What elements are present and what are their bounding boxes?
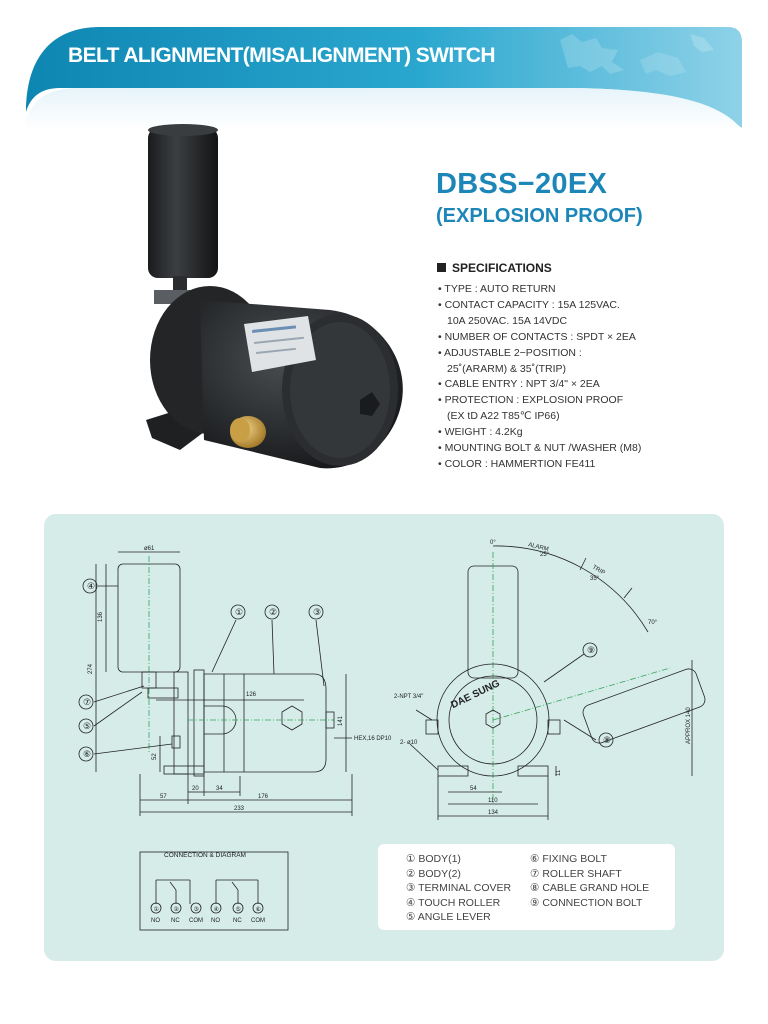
dim-label: 25° — [540, 552, 550, 558]
legend-item: ⑧ CABLE GRAND HOLE — [530, 882, 650, 895]
dim-label: 2-NPT 3/4" — [394, 694, 423, 700]
model-name: DBSS−20EX — [436, 168, 608, 200]
square-bullet-icon — [437, 263, 446, 272]
legend-column: ⑥ FIXING BOLT ⑦ ROLLER SHAFT ⑧ CABLE GRA… — [530, 852, 649, 910]
technical-drawing-panel: ø61 136 274 126 141 52 20 34 57 176 233 … — [44, 514, 724, 961]
dim-label: 136 — [98, 611, 104, 622]
callout-label: ⑧ — [603, 735, 611, 745]
dim-label: ALARM — [528, 542, 550, 553]
legend-item: ① BODY(1) — [406, 853, 461, 865]
banner-shape — [26, 27, 742, 130]
dim-label: 274 — [88, 663, 94, 674]
legend-item: ⑦ ROLLER SHAFT — [530, 867, 622, 880]
callout-label: ⑥ — [83, 749, 91, 759]
terminal-number: ① — [154, 906, 159, 913]
dim-label: 176 — [258, 794, 269, 800]
terminal-label: COM — [251, 918, 265, 924]
dim-label: 54 — [470, 786, 477, 792]
dim-label: HEX,16 DP10 — [354, 736, 392, 742]
callout-label: ⑦ — [83, 697, 91, 707]
legend-item: ④ TOUCH ROLLER — [406, 896, 501, 909]
dim-label: 34 — [216, 786, 223, 792]
terminal-label: NC — [171, 918, 180, 924]
dim-label: 11 — [556, 769, 562, 776]
callout-label: ⑤ — [83, 721, 91, 731]
product-photo — [140, 120, 420, 480]
terminal-number: ④ — [214, 906, 219, 913]
terminal-number: ⑤ — [236, 906, 241, 913]
spec-line: • PROTECTION : EXPLOSION PROOF — [438, 394, 624, 407]
spec-line: (EX tD A22 T85℃ IP66) — [447, 410, 560, 423]
terminal-number: ⑥ — [256, 906, 261, 913]
legend-item: ② BODY(2) — [406, 867, 461, 880]
spec-line: 10A 250VAC. 15A 14VDC — [447, 314, 568, 327]
spec-line: • CONTACT CAPACITY : 15A 125VAC. — [438, 298, 620, 311]
parts-legend: ① BODY(1) ② BODY(2) ③ TERMINAL COVER ④ T… — [378, 844, 675, 930]
specifications-heading-label: SPECIFICATIONS — [452, 261, 552, 275]
technical-drawing: ø61 136 274 126 141 52 20 34 57 176 233 … — [78, 540, 706, 931]
dim-label: 57 — [160, 794, 167, 800]
legend-item: ⑥ FIXING BOLT — [530, 853, 607, 865]
specifications-heading: SPECIFICATIONS — [437, 261, 552, 275]
spec-line: • CABLE ENTRY : NPT 3/4" × 2EA — [438, 378, 600, 391]
dim-label: 134 — [488, 810, 499, 816]
dim-label: 35° — [590, 576, 600, 582]
callout-label: ① — [235, 607, 243, 617]
dim-label: 52 — [152, 753, 158, 760]
terminal-number: ② — [174, 906, 180, 913]
page-title: BELT ALIGNMENT(MISALIGNMENT) SWITCH — [68, 44, 496, 67]
dim-label: 70° — [648, 620, 658, 626]
terminal-label: NO — [151, 918, 160, 924]
terminal-number: ③ — [194, 906, 199, 913]
dim-label: 110 — [488, 798, 498, 804]
header-banner: BELT ALIGNMENT(MISALIGNMENT) SWITCH — [0, 0, 768, 130]
dim-label: 0° — [490, 540, 496, 546]
spec-line: • MOUNTING BOLT & NUT /WASHER (M8) — [438, 442, 642, 455]
dim-label: APPROX 140 — [686, 707, 692, 744]
specifications-list: • TYPE : AUTO RETURN • CONTACT CAPACITY … — [438, 282, 738, 473]
callout-label: ③ — [313, 607, 321, 617]
spec-line: 25˚(ARARM) & 35˚(TRIP) — [447, 362, 567, 375]
legend-item: ⑨ CONNECTION BOLT — [530, 896, 643, 909]
model-subtitle: (EXPLOSION PROOF) — [436, 205, 643, 227]
spec-line: • COLOR : HAMMERTION FE411 — [438, 457, 596, 470]
terminal-label: NO — [211, 918, 220, 924]
callout-label: ⑨ — [587, 645, 595, 655]
connection-diagram-title: CONNECTION & DIAGRAM — [164, 852, 246, 859]
spec-line: • TYPE : AUTO RETURN — [438, 283, 556, 295]
dim-label: 141 — [338, 715, 344, 726]
legend-item: ③ TERMINAL COVER — [406, 882, 512, 895]
dim-label: 233 — [234, 806, 245, 812]
legend-item: ⑤ ANGLE LEVER — [406, 911, 491, 924]
callout-label: ② — [269, 607, 277, 617]
legend-column: ① BODY(1) ② BODY(2) ③ TERMINAL COVER ④ T… — [406, 852, 511, 925]
spec-line: • WEIGHT : 4.2Kg — [438, 426, 523, 439]
dim-label: ø61 — [144, 546, 155, 552]
dim-label: 2- ø10 — [400, 740, 418, 746]
terminal-label: NC — [233, 918, 242, 924]
spec-line: • ADJUSTABLE 2−POSITION : — [438, 346, 582, 359]
spec-line: • NUMBER OF CONTACTS : SPDT × 2EA — [438, 330, 636, 343]
dim-label: 20 — [192, 786, 199, 792]
terminal-label: COM — [189, 918, 203, 924]
callout-label: ④ — [87, 581, 95, 591]
dim-label: 126 — [246, 692, 257, 698]
